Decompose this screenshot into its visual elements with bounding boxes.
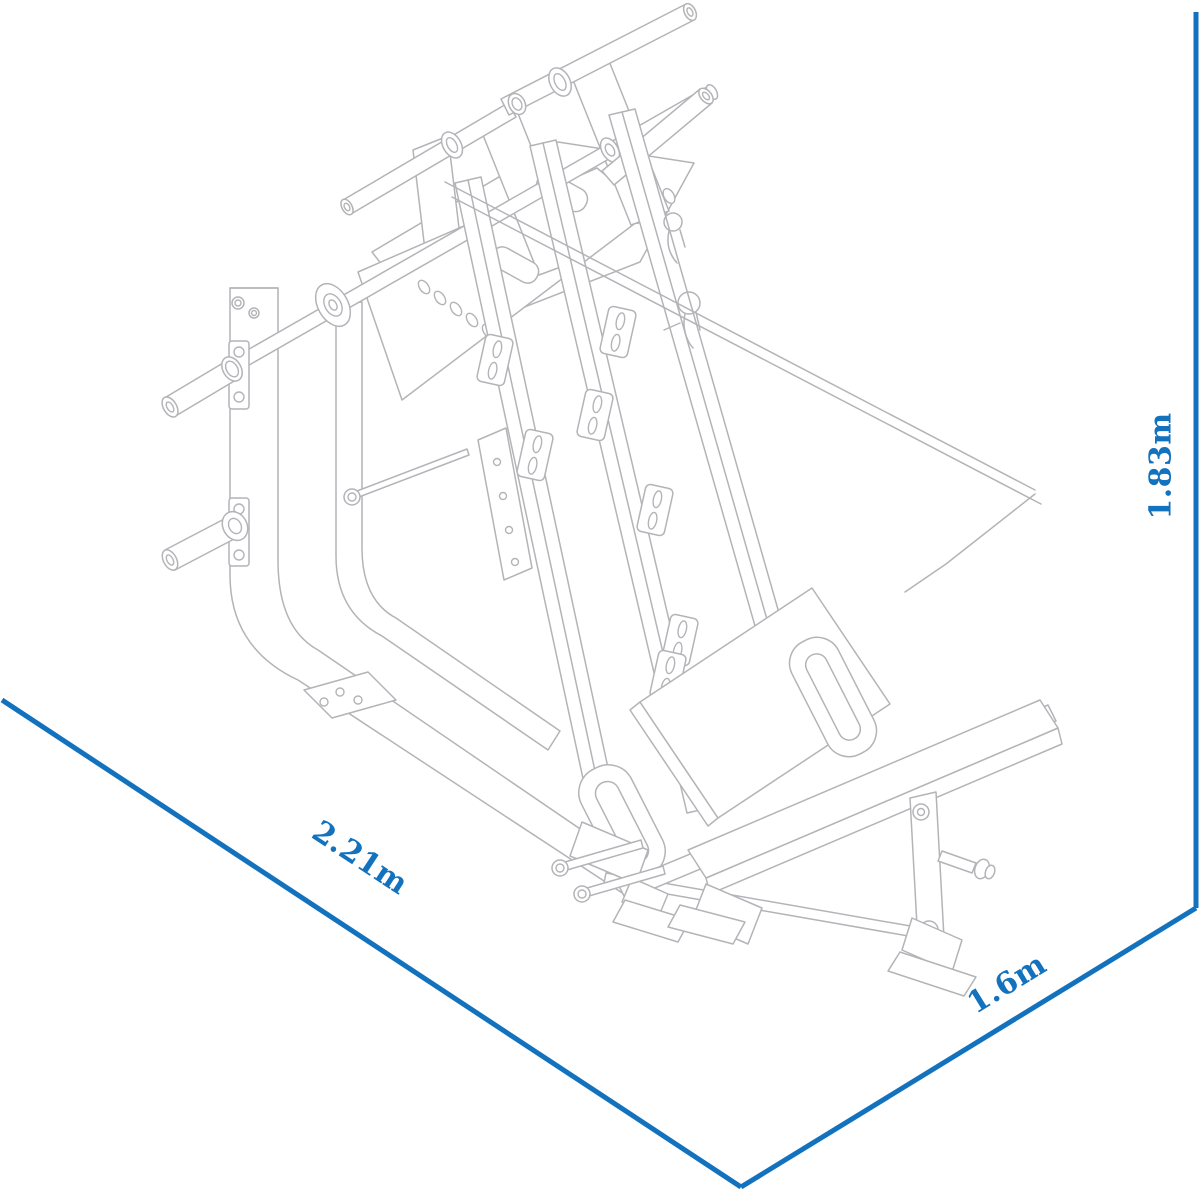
front-foot-pad (612, 899, 691, 943)
bench (569, 699, 1063, 997)
adjustment-plate (477, 427, 533, 581)
r-pins (663, 212, 701, 349)
floor-width-dimension-line (0, 697, 743, 1190)
adjust-pin (937, 850, 977, 874)
seat-pad (687, 699, 1059, 879)
floor-depth-dimension-line (739, 905, 1198, 1190)
mid-bolt (343, 448, 470, 506)
weight-horns (161, 356, 249, 571)
shroud-edge (444, 181, 1042, 593)
height-dimension-label: 1.83m (1143, 412, 1179, 520)
frame-base-plate (303, 671, 397, 719)
base-bolts (551, 839, 666, 903)
rear-foot-pad (887, 951, 977, 997)
